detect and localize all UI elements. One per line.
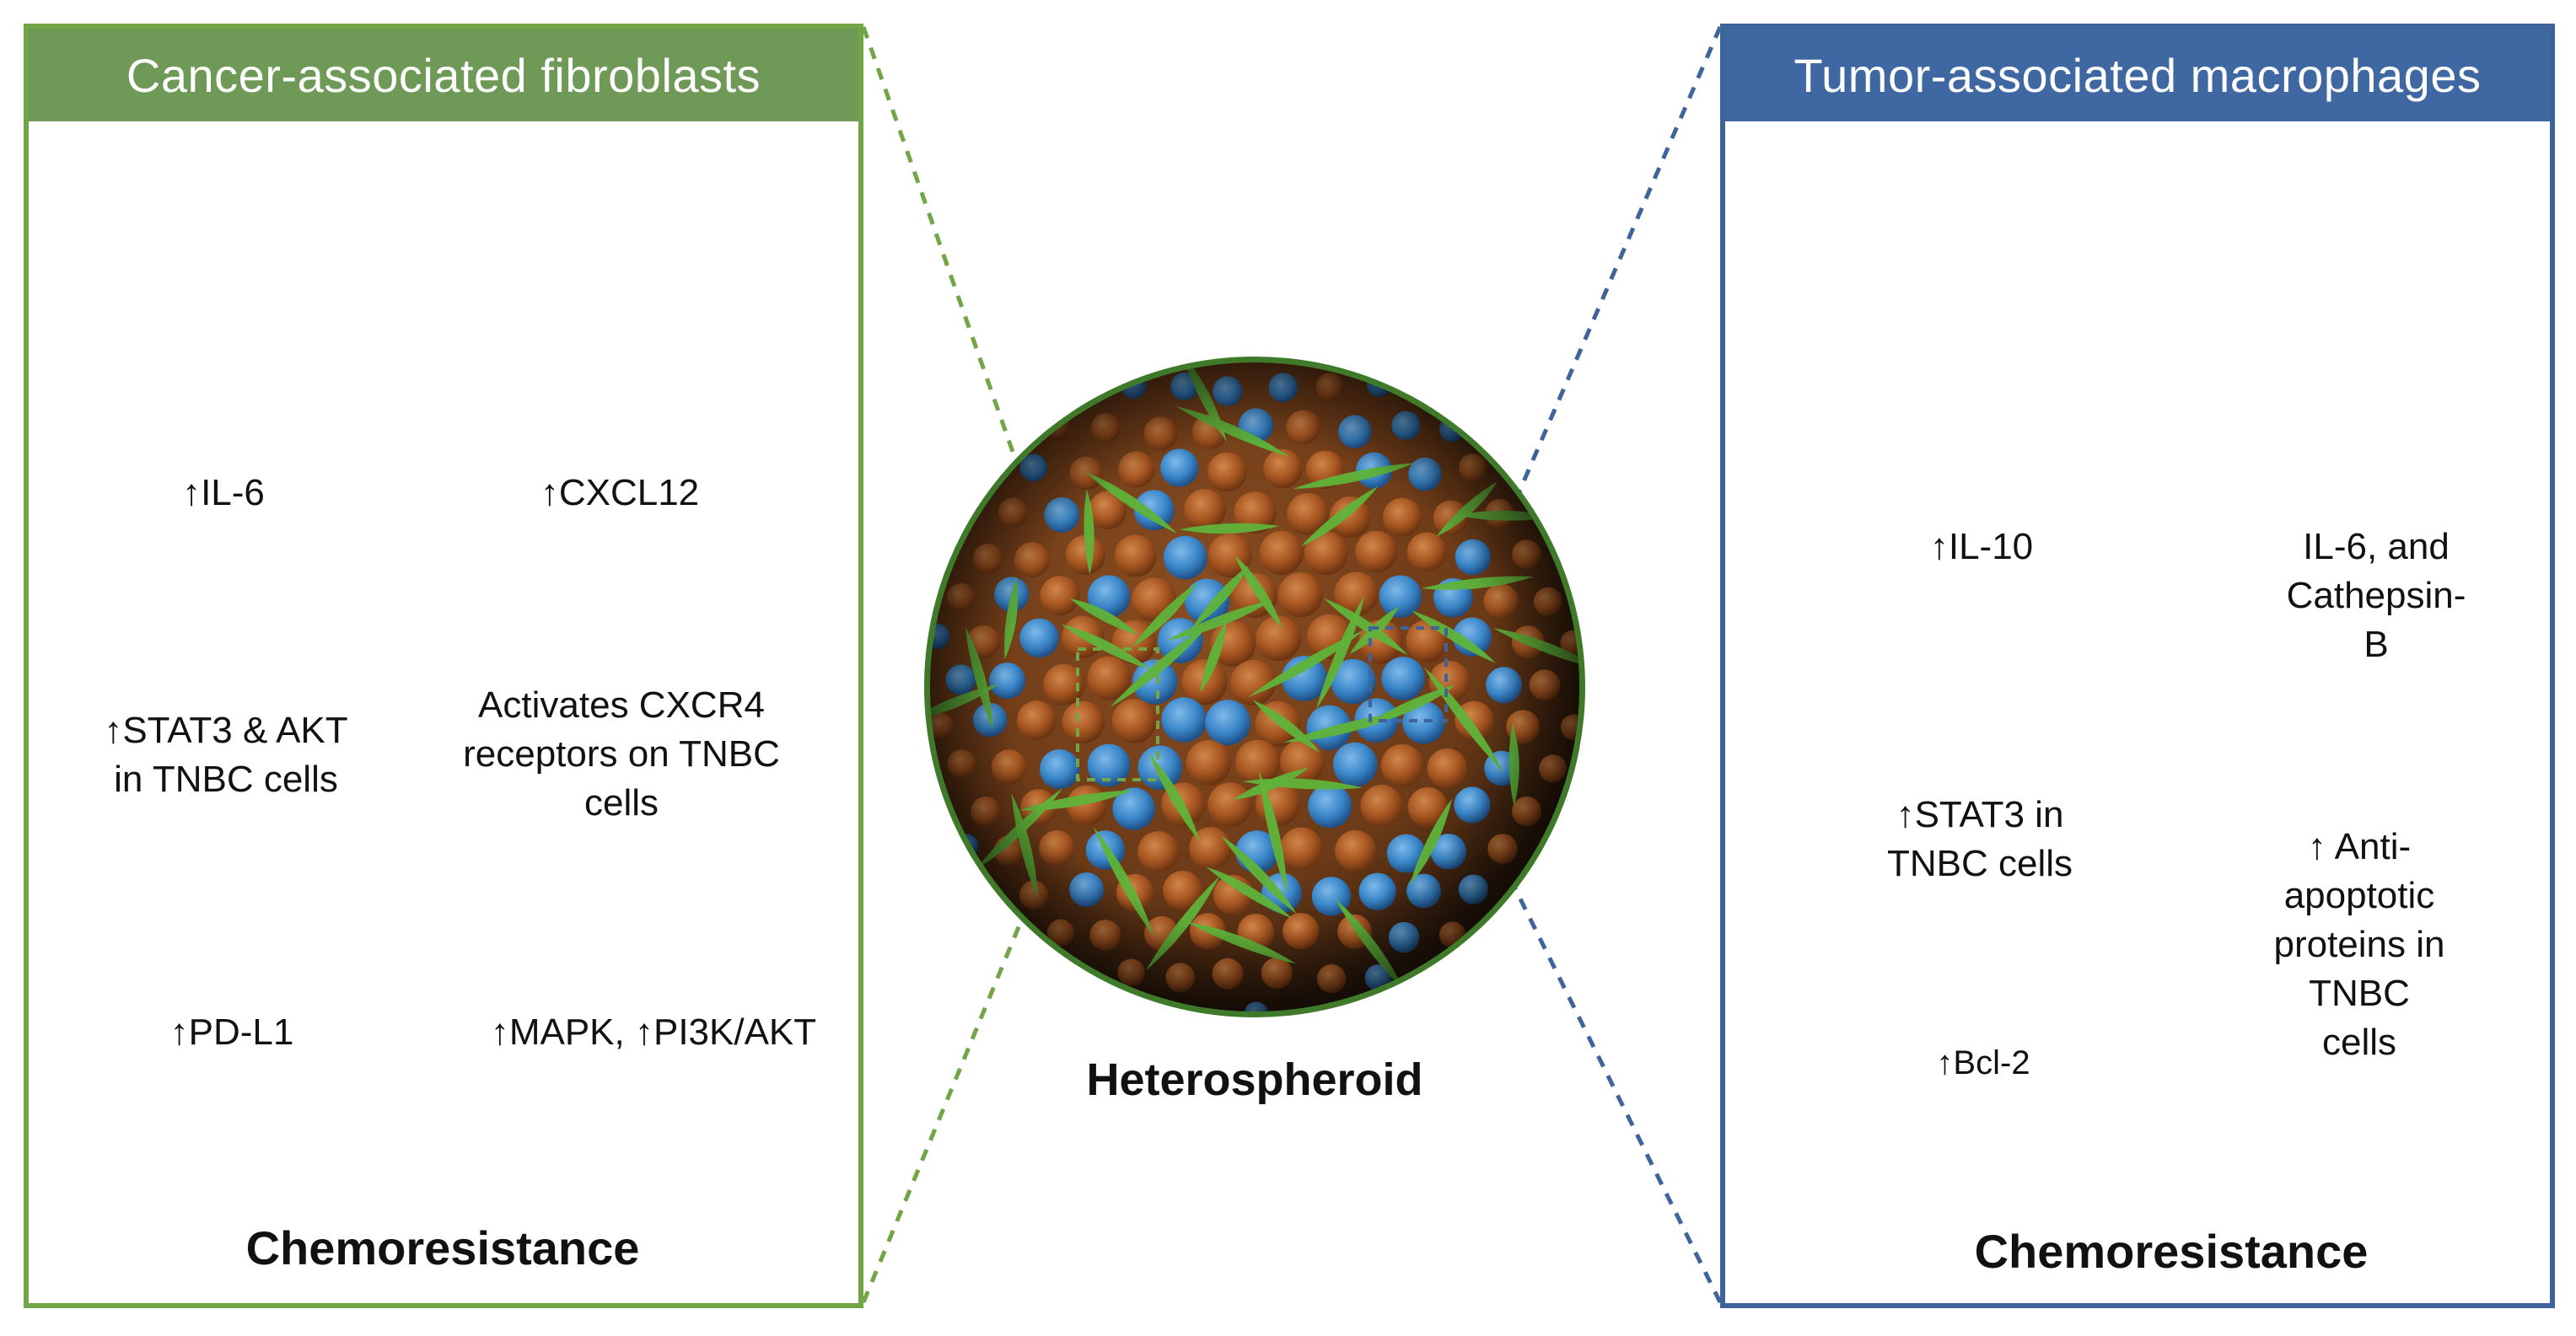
- tam-antiapoptotic-label: ↑ Anti-apoptotic proteins in TNBC cells: [2273, 826, 2445, 1063]
- tam-il10-label: ↑IL-10: [1929, 526, 2034, 567]
- caf-pdl1-label: ↑PD-L1: [169, 1011, 294, 1053]
- caf-cxcl12-label: ↑CXCL12: [540, 472, 700, 513]
- caf-stat3-akt-label: ↑STAT3 & AKT in TNBC cells: [104, 710, 348, 800]
- caf-mapk-label: ↑MAPK, ↑PI3K/AKT: [490, 1011, 817, 1053]
- caf-il6-label: ↑IL-6: [182, 472, 265, 513]
- tam-il6-cathepsin-label: IL-6, and Cathepsin-B: [2286, 526, 2466, 665]
- tam-panel-title: Tumor-associated macrophages: [1725, 29, 2550, 121]
- caf-connector-bottom: [861, 922, 1023, 1303]
- inset-marker-caf: [1076, 647, 1159, 781]
- caf-panel: Cancer-associated fibroblasts: [24, 24, 863, 1308]
- caf-outcome-label: Chemoresistance: [245, 1221, 640, 1274]
- tam-connector-top: [1482, 26, 1723, 574]
- tam-stat3-label: ↑STAT3 in TNBC cells: [1886, 794, 2073, 884]
- heterospheroid-illustration: [924, 357, 1585, 1017]
- tam-connector-bottom: [1498, 858, 1723, 1304]
- caf-panel-title: Cancer-associated fibroblasts: [29, 29, 858, 121]
- spheroid-caption: Heterospheroid: [1086, 1054, 1423, 1105]
- caf-connector-top: [861, 26, 1031, 498]
- tam-bcl2-label: ↑Bcl-2: [1936, 1044, 2030, 1081]
- tam-panel: Tumor-associated macrophages: [1720, 24, 2555, 1308]
- inset-marker-tam: [1369, 626, 1448, 722]
- caf-cxcr4-label: Activates CXCR4 receptors on TNBC cells: [463, 684, 780, 824]
- tam-outcome-label: Chemoresistance: [1974, 1225, 2369, 1278]
